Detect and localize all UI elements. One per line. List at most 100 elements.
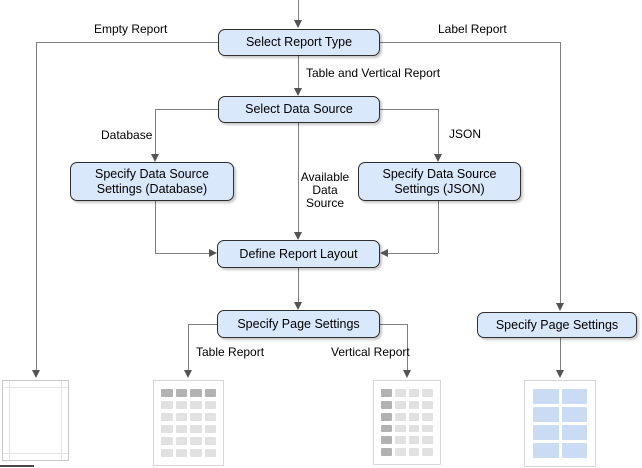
grid-cell bbox=[533, 443, 559, 458]
grid-cell bbox=[161, 389, 173, 397]
edge-json-h bbox=[380, 109, 438, 110]
edge-label-vertical-report: Vertical Report bbox=[331, 345, 410, 359]
grid-cell bbox=[381, 424, 392, 433]
truncated-shape-artifact bbox=[0, 465, 34, 467]
edge-label-available-data-source: Available Data Source bbox=[300, 170, 350, 210]
grid-cell bbox=[204, 425, 216, 433]
arrowhead-json-to-layout bbox=[380, 249, 388, 257]
arrowhead-layout-to-page bbox=[294, 302, 302, 310]
grid-cell bbox=[204, 389, 216, 397]
node-specify-page-settings: Specify Page Settings bbox=[217, 310, 380, 338]
grid-cell bbox=[394, 400, 406, 409]
edge-db-to-layout-v bbox=[155, 201, 156, 253]
grid-cell bbox=[422, 389, 433, 397]
grid-cell bbox=[394, 448, 406, 456]
vertical-report-icon bbox=[373, 380, 441, 465]
edge-empty-report-v bbox=[36, 42, 37, 370]
grid-cell bbox=[394, 412, 406, 421]
edge-layout-to-page bbox=[298, 268, 299, 302]
grid-cell bbox=[204, 413, 216, 421]
margin-line-right bbox=[61, 381, 62, 460]
grid-cell bbox=[204, 437, 216, 445]
grid-cell bbox=[190, 437, 202, 445]
edge-type-to-source bbox=[298, 56, 299, 88]
empty-report-icon bbox=[2, 380, 69, 461]
grid-cell bbox=[408, 436, 420, 445]
arrowhead-database bbox=[151, 154, 159, 162]
node-select-report-type: Select Report Type bbox=[218, 29, 380, 56]
arrowhead-vertical-report bbox=[403, 370, 411, 378]
edge-empty-report-h bbox=[36, 42, 218, 43]
label-report-grid bbox=[525, 381, 595, 466]
label-report-icon bbox=[524, 380, 596, 467]
grid-cell bbox=[190, 389, 202, 397]
grid-cell bbox=[381, 412, 392, 421]
grid-cell bbox=[161, 401, 173, 409]
grid-cell bbox=[561, 389, 587, 404]
arrowhead-empty-report bbox=[32, 370, 40, 378]
grid-cell bbox=[408, 412, 420, 421]
grid-cell bbox=[408, 400, 420, 409]
table-report-grid bbox=[154, 381, 223, 465]
arrowhead-type-to-source bbox=[294, 88, 302, 96]
edge-vertical-report-h bbox=[380, 324, 407, 325]
edge-label-table-and-vertical-report: Table and Vertical Report bbox=[306, 66, 441, 80]
grid-cell bbox=[561, 443, 587, 458]
edge-vertical-report-v bbox=[407, 324, 408, 370]
edge-json-to-layout-h bbox=[388, 253, 438, 254]
margin-line-left bbox=[9, 381, 10, 460]
edge-database-v bbox=[155, 109, 156, 154]
grid-cell bbox=[175, 401, 187, 409]
edge-label-report-h bbox=[380, 42, 560, 43]
grid-cell bbox=[561, 425, 587, 440]
grid-cell bbox=[408, 448, 420, 456]
edge-label-report-v bbox=[560, 42, 561, 303]
node-specify-ds-database: Specify Data Source Settings (Database) bbox=[70, 162, 234, 201]
grid-cell bbox=[394, 389, 406, 397]
grid-cell bbox=[422, 400, 433, 409]
edge-label-empty-report: Empty Report bbox=[94, 22, 168, 36]
grid-cell bbox=[161, 425, 173, 433]
grid-cell bbox=[175, 425, 187, 433]
grid-cell bbox=[381, 400, 392, 409]
vertical-report-grid bbox=[374, 381, 440, 464]
arrowhead-label-report bbox=[556, 303, 564, 311]
arrowhead-table-report bbox=[184, 370, 192, 378]
arrowhead-entry bbox=[294, 20, 302, 28]
grid-cell bbox=[190, 425, 202, 433]
grid-cell bbox=[533, 407, 559, 422]
node-specify-page-settings-label-branch: Specify Page Settings bbox=[477, 312, 637, 338]
edge-label-json: JSON bbox=[449, 127, 482, 141]
grid-cell bbox=[394, 424, 406, 433]
grid-cell bbox=[422, 424, 433, 433]
node-specify-ds-json: Specify Data Source Settings (JSON) bbox=[358, 162, 521, 201]
grid-cell bbox=[175, 437, 187, 445]
grid-cell bbox=[161, 413, 173, 421]
grid-cell bbox=[204, 449, 216, 457]
table-report-icon bbox=[153, 380, 224, 466]
arrowhead-label-page-to-icon bbox=[556, 370, 564, 378]
edge-table-report-h bbox=[188, 324, 217, 325]
margin-line-top bbox=[3, 387, 68, 388]
grid-cell bbox=[381, 436, 392, 445]
grid-cell bbox=[561, 407, 587, 422]
grid-cell bbox=[204, 401, 216, 409]
grid-cell bbox=[175, 449, 187, 457]
arrowhead-db-to-layout bbox=[209, 249, 217, 257]
grid-cell bbox=[422, 412, 433, 421]
grid-cell bbox=[161, 449, 173, 457]
grid-cell bbox=[533, 425, 559, 440]
edge-available-ds bbox=[298, 123, 299, 232]
grid-cell bbox=[381, 448, 392, 456]
edge-table-report-v bbox=[188, 324, 189, 370]
edge-entry bbox=[298, 0, 299, 21]
grid-cell bbox=[190, 413, 202, 421]
grid-cell bbox=[190, 449, 202, 457]
grid-cell bbox=[533, 389, 559, 404]
grid-cell bbox=[161, 437, 173, 445]
edge-json-v bbox=[438, 109, 439, 154]
edge-json-to-layout-v bbox=[438, 201, 439, 253]
grid-cell bbox=[408, 424, 420, 433]
grid-cell bbox=[175, 413, 187, 421]
